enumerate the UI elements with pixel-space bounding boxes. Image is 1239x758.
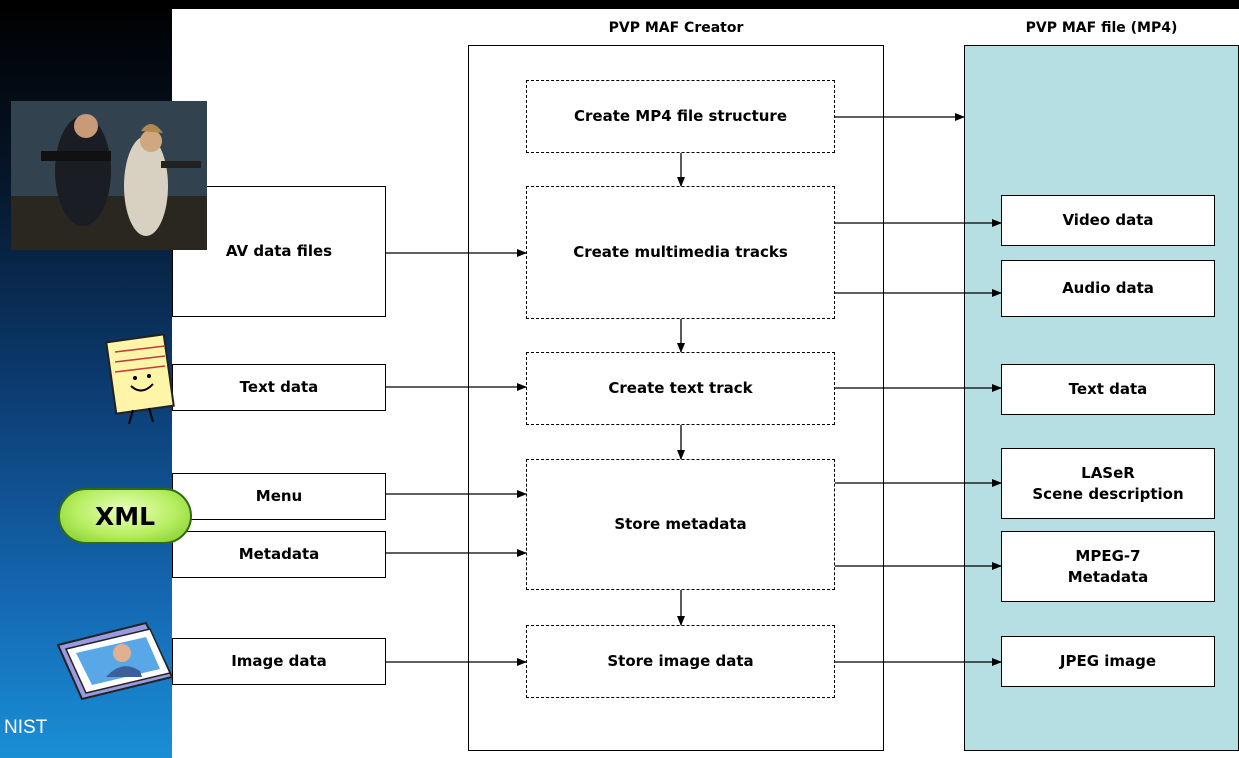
input-image-data: Image data: [172, 638, 386, 685]
xml-badge: XML: [58, 488, 192, 544]
notepad-smiley-icon: [105, 333, 175, 425]
mp4-file-title: PVP MAF file (MP4): [1025, 20, 1178, 36]
output-video-data: Video data: [1001, 195, 1215, 246]
input-text-data: Text data: [172, 364, 386, 411]
input-menu: Menu: [172, 473, 386, 520]
input-metadata: Metadata: [172, 531, 386, 578]
output-jpeg-image: JPEG image: [1001, 636, 1215, 687]
step-create-multimedia-tracks: Create multimedia tracks: [526, 186, 835, 319]
top-bar: [0, 0, 1239, 9]
nist-footer-label: NIST: [4, 717, 48, 738]
output-text-data: Text data: [1001, 364, 1215, 415]
step-store-image-data: Store image data: [526, 625, 835, 698]
step-store-metadata: Store metadata: [526, 459, 835, 590]
output-laser-scene-description: LASeR Scene description: [1001, 448, 1215, 519]
photo-stack-icon: [56, 621, 174, 701]
movie-still-image: [11, 101, 207, 250]
output-mpeg7-metadata: MPEG-7 Metadata: [1001, 531, 1215, 602]
step-create-mp4-structure: Create MP4 file structure: [526, 80, 835, 153]
output-audio-data: Audio data: [1001, 260, 1215, 317]
input-av-data-files: AV data files: [172, 186, 386, 317]
creator-title: PVP MAF Creator: [608, 20, 744, 36]
